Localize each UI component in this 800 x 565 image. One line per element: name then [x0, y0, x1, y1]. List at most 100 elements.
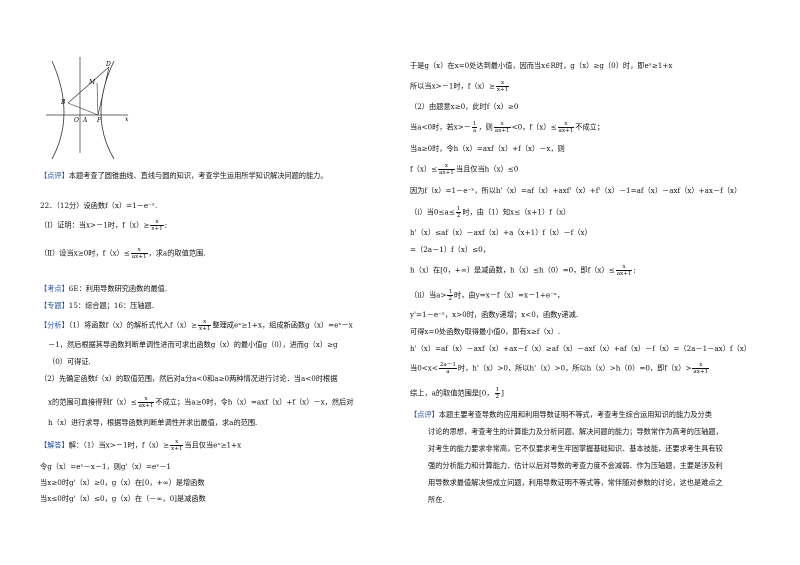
label-M: M	[88, 79, 96, 86]
r8b: 时，由（1）知x≤（x+1）f（x）	[462, 207, 571, 217]
r6b: 当且仅当h（x）≤0	[455, 164, 519, 174]
tag-fenxi: 【分析】	[40, 320, 69, 330]
line-BF	[67, 102, 99, 116]
dianping-right-2: 讨论的思想，考查考生的计算能力及分析问题、解决问题的能力；导数常作为高考的压轴题…	[428, 427, 723, 436]
jieda-2: 令g（x）=eˣ－x－1，则g'（x）=eˣ－1	[40, 462, 172, 471]
zhuanti: 【专题】15：综合题；16：压轴题.	[40, 301, 154, 311]
zhuanti-text: 15：综合题；16：压轴题.	[68, 301, 155, 310]
hyperbola-right-branch	[100, 60, 115, 160]
label-B: B	[60, 99, 66, 106]
dp1: 本题主要考查导数的应用和利用导数证明不等式，考查考生综合运用知识的能力及分类	[438, 410, 712, 419]
dianping-right-4: 强的分析能力和计算能力．估计以后对导数的考查力度不会减弱．作为压轴题，主要是涉及…	[428, 461, 723, 470]
r11a: h（x）在[0，+∞）是减函数，h（x）≤h（0）=0，即f（x）≤	[410, 265, 615, 275]
r4a: 当a<0时，若x>－	[410, 122, 471, 132]
fenxi-6: h（x）进行求导，根据导函数判断单调性并求出最值，求a的范围.	[48, 418, 258, 427]
q1-text: （Ⅰ）证明：当x>－1时，f（x）≥	[40, 220, 150, 230]
line-BD	[67, 66, 110, 104]
r4d: 不成立；	[575, 122, 605, 132]
jieda-4: 当x≤0时g'（x）≤0，g（x）在（－∞，0]是减函数	[40, 494, 206, 503]
kaodian-text: 6E：利用导数研究函数的最值.	[68, 284, 168, 293]
r16a: 当0<x<	[410, 363, 438, 373]
label-x: x	[125, 116, 129, 123]
dianping-right-3: 对考生的能力要求非常高，它不仅要求考生牢固掌握基础知识、基本技能，还要求考生具有…	[428, 444, 723, 453]
tag-jieda: 【解答】	[40, 440, 69, 450]
dianping-right-1: 【点评】本题主要考查导数的应用和利用导数证明不等式，考查考生综合运用知识的能力及…	[410, 410, 712, 420]
label-A: A	[82, 117, 88, 124]
right-7: 因为f（x）=1－e⁻ˣ，所以h'（x）=af（x）+axf'（x）+f'（x）…	[410, 186, 742, 195]
fenxi-4: （2）先确定函数f（x）的取值范围，然后对a分a<0和a≥0两种情况进行讨论．当…	[40, 374, 338, 383]
jieda-1a: 解：（1）当x>－1时，f（x）≥	[68, 440, 169, 450]
conic-figure: D M B O A F x	[46, 57, 129, 160]
tag-zhuanti: 【专题】	[40, 301, 69, 310]
right-14: 可得x=0处函数y取得最小值0，即有x≥f（x）.	[410, 327, 561, 336]
dianping-right-5: 用导数求最值解决恒成立问题，利用导数证明不等式等，常伴随对参数的讨论，这也是难点…	[428, 478, 723, 487]
label-O: O	[74, 117, 79, 124]
dianping-left: 【点评】本题考查了圆锥曲线、直线与圆的知识，考查学生运用所学知识解决问题的能力。	[40, 171, 328, 181]
label-D: D	[105, 61, 111, 68]
dianping-text: 本题考查了圆锥曲线、直线与圆的知识，考查学生运用所学知识解决问题的能力。	[68, 171, 328, 180]
dianping-right-6: 所在.	[428, 495, 445, 504]
fenxi-5a: x的范围可直接得到f（x）≤	[48, 397, 137, 407]
fenxi-2: －1，然后根据其导函数判断单调性进而可求出函数g（x）的最小值g（0），进而g（…	[48, 340, 338, 349]
right-5: 当a≥0时，令h（x）=axf（x）+f（x）－x，则	[410, 144, 565, 153]
fenxi-5b: 不成立；当a≥0时，令h（x）=axf（x）+f（x）－x，然后对	[155, 397, 354, 407]
r8a: （i）当0≤a≤	[410, 207, 455, 217]
right-1: 于是g（x）在x=0处达到最小值，因而当x∈R时，g（x）≥g（0）时，即eˣ≥…	[410, 61, 673, 70]
line-DF	[97, 66, 110, 116]
hyperbola-left-branch	[51, 60, 65, 160]
r4b: ，则	[478, 122, 493, 132]
right-13: y'=1－e⁻ˣ，x>0时，函数y递增；x<0，函数y递减.	[410, 310, 579, 319]
right-15: h'（x）=af（x）－axf（x）+ax－f（x）≥af（x）－axf（x）+…	[410, 344, 751, 353]
jieda-1b: 当且仅当eˣ≥1+x	[184, 440, 242, 450]
fenxi-3: （0）可得证.	[48, 357, 91, 366]
tag-dianping: 【点评】	[40, 171, 69, 180]
r2a: 所以当x>－1时，f（x）≥	[410, 81, 495, 91]
fenxi-1a: （1）将函数f（x）的解析式代入f（x）≥	[68, 320, 198, 330]
tag-dianping-right: 【点评】	[410, 410, 439, 419]
fenxi-1b: 整理成eˣ≥1+x，组成新函数g（x）=eˣ－x	[212, 320, 353, 330]
right-3: （2）由题意x≥0，此时f（x）≥0	[410, 102, 519, 111]
r6a: f（x）≤	[410, 164, 438, 174]
q2-text: （Ⅱ）设当x≥0时，f（x）≤	[40, 248, 130, 258]
jieda-3: 当x≥0时g'（x）≥0，g（x）在[0，+∞）是增函数	[40, 478, 205, 487]
right-9: h'（x）≤af（x）－axf（x）+a（x+1）f（x）－f（x）	[410, 228, 592, 237]
r16b: 时，h'（x）>0，所以h'（x）>0，所以h（x）>h（0）=0，即f（x）>	[457, 363, 692, 373]
label-F: F	[96, 117, 102, 124]
r4c: <0，f（x）≤	[511, 122, 557, 132]
right-10: =（2a－1）f（x）≤0，	[410, 245, 490, 254]
r12a: （ii）当a>	[410, 290, 447, 300]
r12b: 时，由y=x－f（x）=x－1+e⁻ˣ，	[454, 290, 565, 300]
r17b: ]	[501, 388, 504, 398]
tag-kaodian: 【考点】	[40, 284, 69, 293]
r11b: ;	[633, 265, 636, 275]
question-22: 22．（12分）设函数f（x）=1－e⁻ˣ.	[40, 201, 158, 210]
q1-end: ;	[164, 220, 168, 230]
q2-end: ，求a的取值范围.	[148, 248, 206, 258]
r17a: 综上，a的取值范围是[0，	[410, 388, 494, 398]
